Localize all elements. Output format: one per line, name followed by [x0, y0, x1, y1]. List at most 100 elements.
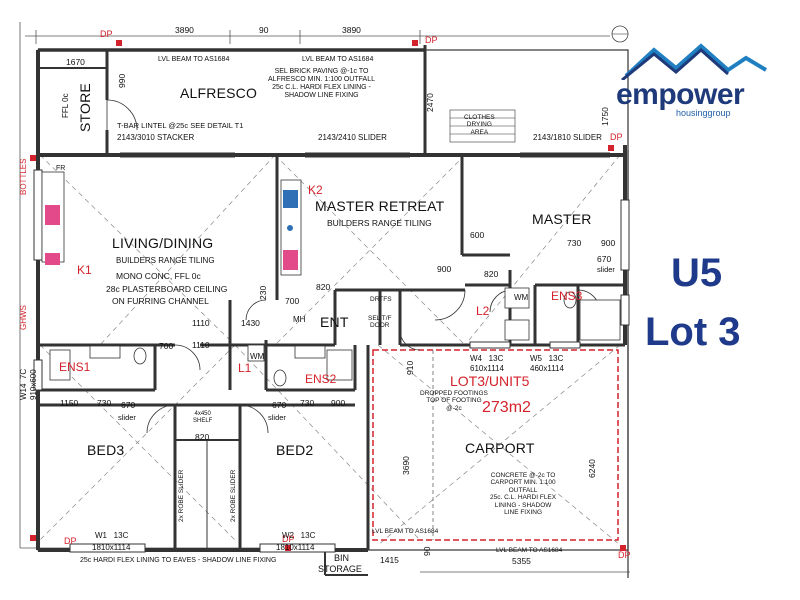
dim-910: 910	[405, 360, 415, 375]
dim-670a: 670	[121, 400, 136, 410]
empower-logo: empower housinggroup	[606, 40, 774, 118]
dim-top-3890a: 3890	[175, 25, 194, 35]
ffl-store-note: FFL 0c	[61, 93, 70, 118]
tbar-lintel-note: T-BAR LINTEL @25c SEE DETAIL T1	[117, 121, 244, 130]
slider-note-master: slider	[597, 265, 615, 274]
eaves-note: 25c HARDI FLEX LINING TO EAVES - SHADOW …	[80, 557, 277, 564]
dim-700a: 700	[159, 341, 174, 351]
room-master-retreat: MASTER RETREAT	[315, 198, 445, 214]
slider-note-bed2: slider	[268, 413, 286, 422]
dim-1150: 1150	[60, 398, 79, 408]
window-w5: W5 13C	[530, 354, 564, 363]
room-carport: CARPORT	[465, 440, 535, 456]
furring-note: ON FURRING CHANNEL	[112, 296, 209, 306]
roof-lines	[39, 154, 621, 546]
bottles-label: BOTTLES	[19, 158, 28, 195]
sel-door-note: SEL T/F DOOR	[368, 315, 392, 330]
lvl-beam-bottom-note: LVL BEAM TO AS1684	[372, 528, 439, 535]
logo-subtitle: housinggroup	[676, 108, 731, 118]
label-ens2: ENS2	[305, 372, 337, 386]
sink-icon	[45, 253, 60, 265]
label-ens3: ENS3	[551, 289, 583, 303]
dp-label-right: DP	[610, 132, 623, 142]
mh-label: MH	[293, 315, 306, 324]
dim-6240: 6240	[587, 459, 597, 478]
lvl-beam-right-note: LVL BEAM TO AS1684	[302, 56, 374, 63]
clothes-drying-note: CLOTHES DRYING AREA	[464, 114, 495, 136]
storage-label: STORAGE	[318, 564, 362, 574]
label-l2: L2	[476, 304, 490, 318]
window-w2: W2 13C	[282, 531, 316, 540]
slider-1810-note: 2143/1810 SLIDER	[533, 133, 602, 142]
carport-boundary	[372, 349, 619, 541]
dp-label-bottom-2: DP	[282, 534, 295, 544]
brick-paving-note: SEL BRICK PAVING @-1c TO ALFRESCO MIN. 1…	[268, 68, 375, 100]
window-w4-size: 610x1114	[470, 364, 504, 373]
lvl-beam-carport-note: LVL BEAM TO AS1684	[496, 547, 563, 554]
carport-concrete-note: CONCRETE @-2c TO CARPORT MIN. 1:100 OUTF…	[490, 472, 557, 517]
stacker-note: 2143/3010 STACKER	[117, 133, 195, 142]
top-dimension-line	[25, 30, 610, 44]
k2-sink-icon	[283, 250, 298, 270]
dim-820c: 820	[195, 432, 210, 442]
dp-label-bottom-1: DP	[64, 536, 77, 546]
dim-1670: 1670	[66, 57, 85, 67]
dim-5355: 5355	[512, 556, 531, 566]
roofline-logo-icon	[621, 43, 768, 82]
dim-top-90: 90	[259, 25, 269, 35]
dim-670c: 670	[597, 254, 612, 264]
logo-em: em	[616, 78, 659, 111]
dim-2470: 2470	[425, 93, 435, 112]
window-w4: W4 13C	[470, 354, 504, 363]
label-lot-unit: LOT3/UNIT5	[450, 373, 530, 389]
robe-slider-note-1: 2x ROBE SLIDER	[178, 469, 185, 522]
dim-900a: 900	[331, 398, 346, 408]
logo-power: power	[658, 78, 745, 111]
dim-820b: 820	[484, 269, 499, 279]
dp-label-bottom-3: DP	[618, 550, 631, 560]
room-entry: ENT	[320, 314, 349, 330]
dim-700b: 700	[285, 296, 300, 306]
window-w14-size: 910x600	[29, 369, 38, 400]
bathroom-fixtures	[49, 287, 621, 387]
dim-230: 230	[258, 285, 268, 300]
dim-730c: 730	[567, 238, 582, 248]
logo-wordmark: empower	[616, 78, 745, 112]
label-k1: K1	[77, 263, 92, 277]
room-bed2: BED2	[276, 442, 314, 458]
window-w1: W1 13C	[95, 531, 129, 540]
dim-1430: 1430	[241, 318, 260, 328]
drtfs-note: DRTFS	[370, 296, 392, 303]
dropped-footings-note: DROPPED FOOTINGS TOP OF FOOTING @-2c	[420, 390, 488, 412]
dim-900b: 900	[437, 264, 452, 274]
fr-label: FR	[56, 165, 66, 172]
slider-2410-note: 2143/2410 SLIDER	[318, 133, 387, 142]
lot-title: Lot 3	[645, 310, 741, 354]
label-k2: K2	[308, 183, 323, 197]
dim-top-3890b: 3890	[342, 25, 361, 35]
ghws-label: GHWS	[19, 305, 28, 330]
living-tiling-note: BUILDERS RANGE TILING	[116, 256, 215, 265]
cooktop-icon	[45, 205, 60, 225]
clothes-drying-area	[449, 109, 516, 143]
sliding-doors	[120, 152, 610, 158]
unit-title: U5	[671, 251, 723, 295]
lvl-beam-top-note: LVL BEAM TO AS1684	[158, 56, 230, 63]
mono-conc-note: MONO CONC, FFL 0c	[116, 271, 201, 281]
fridge-icon	[283, 190, 298, 208]
dim-1110a: 1110	[192, 318, 210, 328]
dim-1415: 1415	[380, 555, 399, 565]
dim-900c: 900	[601, 238, 616, 248]
label-area: 273m2	[482, 399, 531, 416]
label-l1: L1	[238, 361, 252, 375]
dp-label-top-2: DP	[425, 35, 438, 45]
window-w1-size: 1810x1114	[92, 543, 131, 552]
room-alfresco: ALFRESCO	[180, 85, 258, 101]
room-store: STORE	[77, 83, 93, 132]
robe-slider-note-2: 2x ROBE SLIDER	[230, 469, 237, 522]
label-ens1: ENS1	[59, 360, 91, 374]
dim-670b: 670	[272, 400, 287, 410]
wm-l1: WM	[250, 352, 265, 361]
plasterboard-note: 28c PLASTERBOARD CEILING	[106, 284, 228, 294]
